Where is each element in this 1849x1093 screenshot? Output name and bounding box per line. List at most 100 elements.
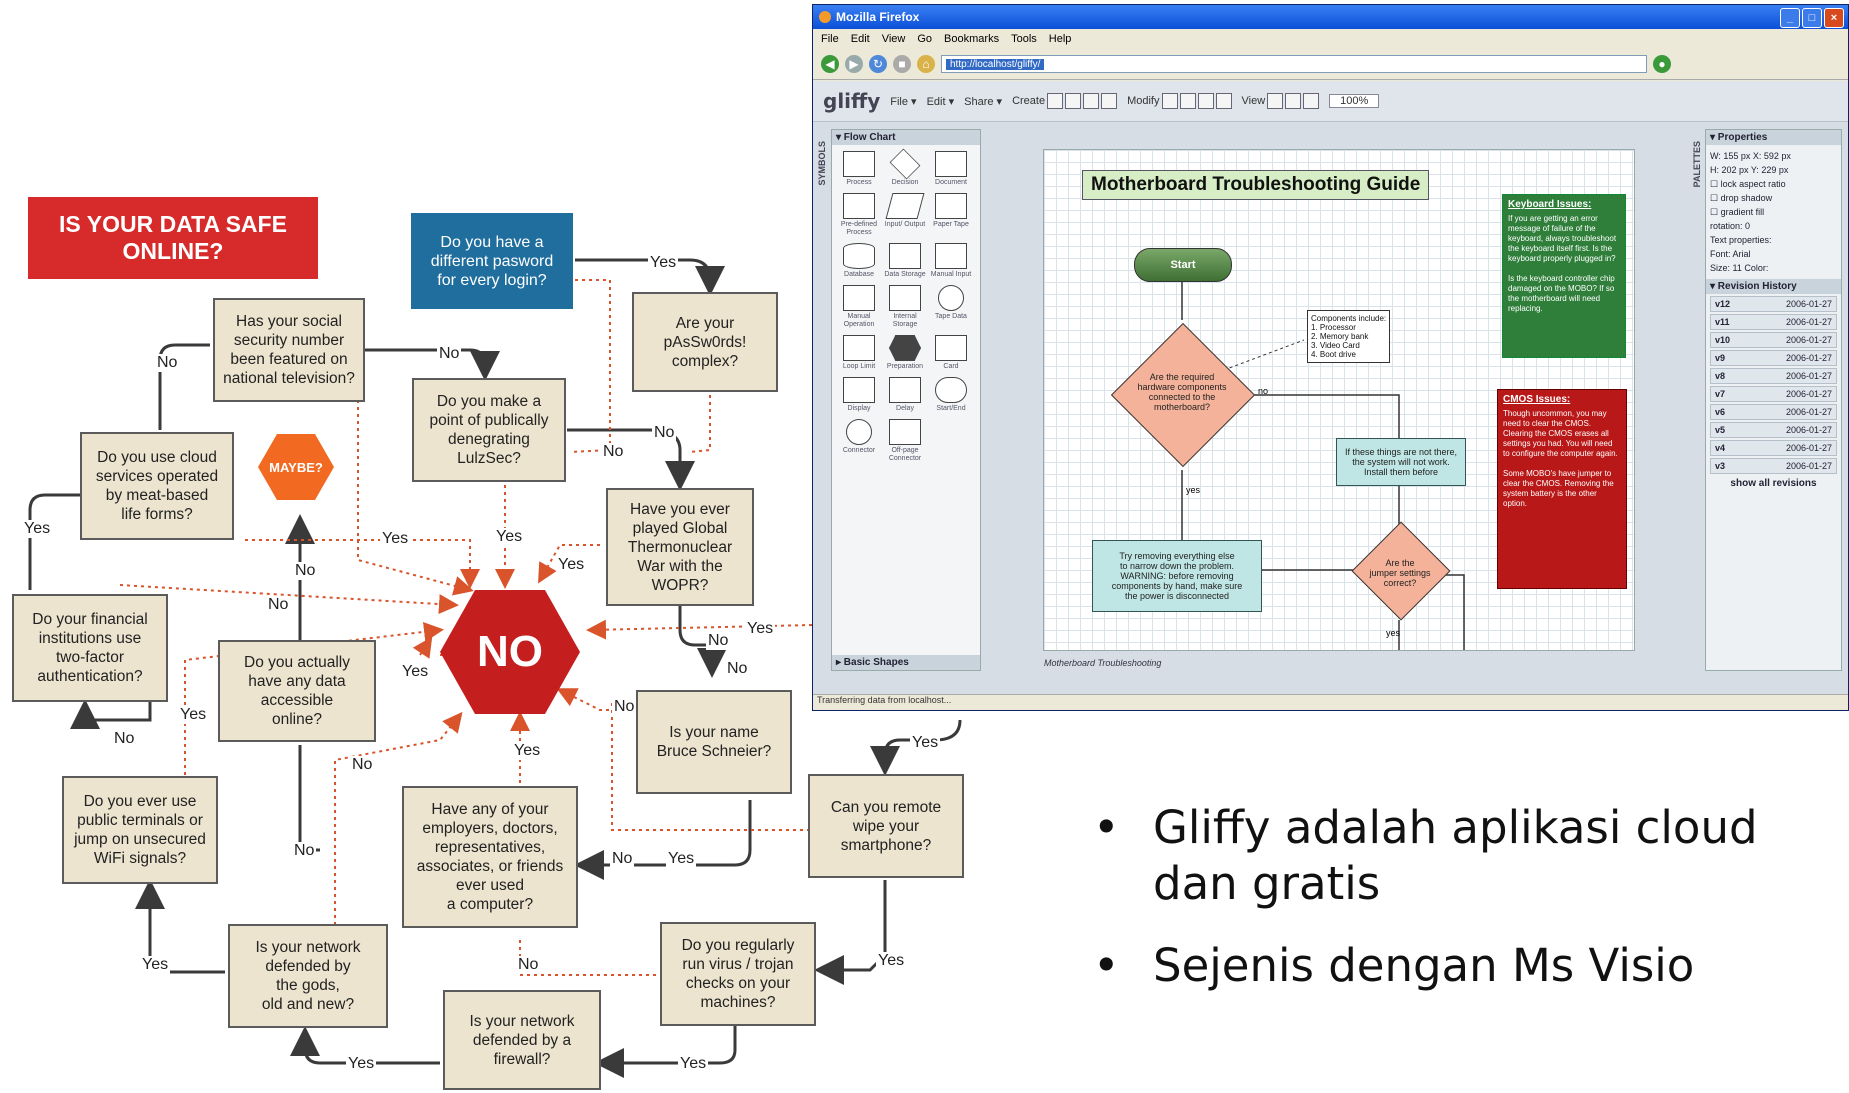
reload-icon[interactable]: ↻ [869,55,887,73]
url-text: http://localhost/gliffy/ [946,58,1045,70]
menu-tools[interactable]: Tools [1011,33,1037,45]
home-icon[interactable]: ⌂ [917,55,935,73]
edge-label-yes: Yes [678,1055,709,1073]
prop-width[interactable]: W: 155 px [1710,151,1751,161]
prop-lock-aspect[interactable]: lock aspect ratio [1720,179,1786,189]
canvas-action-left[interactable]: Try removing everything else to narrow d… [1092,540,1262,612]
canvas-note[interactable]: Components include: 1. Processor 2. Memo… [1307,310,1391,363]
symbol-circle[interactable]: Connector [838,419,880,463]
properties-header[interactable]: ▾ Properties [1706,130,1841,145]
canvas-decision-text: Are the required hardware components con… [1137,372,1227,412]
question-two-factor: Do your financial institutions use two-f… [12,594,168,702]
minimize-button[interactable]: _ [1780,8,1800,28]
maximize-button[interactable]: □ [1802,8,1822,28]
prop-x[interactable]: X: 592 px [1752,151,1791,161]
diamond-shape-icon [889,148,921,180]
basic-shapes-header[interactable]: ▸ Basic Shapes [832,655,980,670]
prop-height[interactable]: H: 202 px [1710,165,1749,175]
edge-label-yes: Yes [910,734,941,752]
prop-rotation[interactable]: rotation: 0 [1710,221,1751,231]
symbol-offpage[interactable]: Off-page Connector [884,419,926,463]
symbol-doc[interactable]: Document [930,151,972,187]
symbol-rect[interactable]: Process [838,151,880,187]
symbol-db[interactable]: Database [838,243,880,279]
prop-color[interactable]: Color: [1744,263,1769,273]
symbol-predef[interactable]: Pre-defined Process [838,193,880,237]
canvas-diagram-title[interactable]: Motherboard Troubleshooting Guide [1082,170,1430,200]
prop-gradient[interactable]: gradient fill [1720,207,1765,217]
canvas-action-right[interactable]: If these things are not there, the syste… [1336,438,1466,486]
drawing-canvas[interactable]: Motherboard Troubleshooting Guide Start … [1043,149,1635,668]
back-arrow-icon[interactable]: ◀ [821,55,839,73]
canvas-cmos-note[interactable]: CMOS Issues:Though uncommon, you may nee… [1497,389,1627,589]
canvas-keyboard-note[interactable]: Keyboard Issues:If you are getting an er… [1502,194,1626,358]
symbol-para[interactable]: Input/ Output [884,193,926,237]
edge-label-no: No [706,632,731,650]
prop-font[interactable]: Font: Arial [1710,249,1751,259]
menu-edit[interactable]: Edit [850,33,870,45]
gliffy-menu-share[interactable]: Share ▾ [964,95,1003,108]
gliffy-menu-edit[interactable]: Edit ▾ [926,95,955,108]
firefox-logo-icon [819,11,831,23]
menu-bookmarks[interactable]: Bookmarks [944,33,1000,45]
edge-label-no: No [350,756,375,774]
prop-size[interactable]: Size: 11 [1710,263,1742,273]
gliffy-view[interactable]: View [1242,93,1320,109]
menu-file[interactable]: File [821,33,839,45]
go-icon[interactable]: ● [1653,55,1671,73]
gliffy-create[interactable]: Create [1012,93,1118,109]
zoom-field[interactable]: 100% [1329,94,1380,108]
edge-label-yes: Yes [556,556,587,574]
storage-shape-icon [889,243,921,269]
flowchart-header[interactable]: ▾ Flow Chart [832,130,980,145]
symbol-manual[interactable]: Manual Input [930,243,972,279]
forward-arrow-icon[interactable]: ▶ [845,55,863,73]
palettes-tab[interactable]: PALETTES [1692,141,1702,188]
revision-history-header[interactable]: ▾ Revision History [1706,279,1841,294]
symbol-hex[interactable]: Preparation [884,335,926,371]
question-wopr: Have you ever played Global Thermonuclea… [606,488,754,606]
close-button[interactable]: × [1824,8,1844,28]
symbol-display[interactable]: Display [838,377,880,413]
symbol-loop[interactable]: Loop Limit [838,335,880,371]
canvas-connectors [1181,280,1465,650]
question-gods: Is your network defended by the gods, ol… [228,924,388,1028]
menu-go[interactable]: Go [917,33,933,45]
symbol-label: Manual Operation [843,313,875,328]
menu-view[interactable]: View [881,33,906,45]
canvas-start-node[interactable]: Start [1134,248,1232,282]
gliffy-menu-file[interactable]: File ▾ [890,95,917,108]
symbol-storage[interactable]: Data Storage [884,243,926,279]
symbol-label: Connector [842,447,876,454]
url-bar[interactable]: http://localhost/gliffy/ [941,55,1647,73]
firefox-window: Mozilla Firefox _ □ × File Edit View Go … [812,4,1849,711]
symbol-pill[interactable]: Start/End [930,377,972,413]
symbols-tab[interactable]: SYMBOLS [817,141,827,186]
show-all-revisions-link[interactable]: show all revisions [1730,478,1817,489]
symbol-tape[interactable]: Paper Tape [930,193,972,237]
symbol-delay[interactable]: Delay [884,377,926,413]
symbol-internal[interactable]: Internal Storage [884,285,926,329]
prop-drop-shadow[interactable]: drop shadow [1720,193,1773,203]
menu-help[interactable]: Help [1048,33,1072,45]
symbol-label: Paper Tape [933,221,969,228]
gliffy-modify[interactable]: Modify [1127,93,1232,109]
symbol-label: Internal Storage [892,313,918,328]
symbol-trap[interactable]: Manual Operation [838,285,880,329]
prop-y[interactable]: Y: 229 px [1750,165,1789,175]
symbol-card[interactable]: Card [930,335,972,371]
symbol-diamond[interactable]: Decision [884,148,926,187]
symbol-circle[interactable]: Tape Data [930,285,972,329]
loop-shape-icon [843,335,875,361]
stop-icon[interactable]: ■ [893,55,911,73]
